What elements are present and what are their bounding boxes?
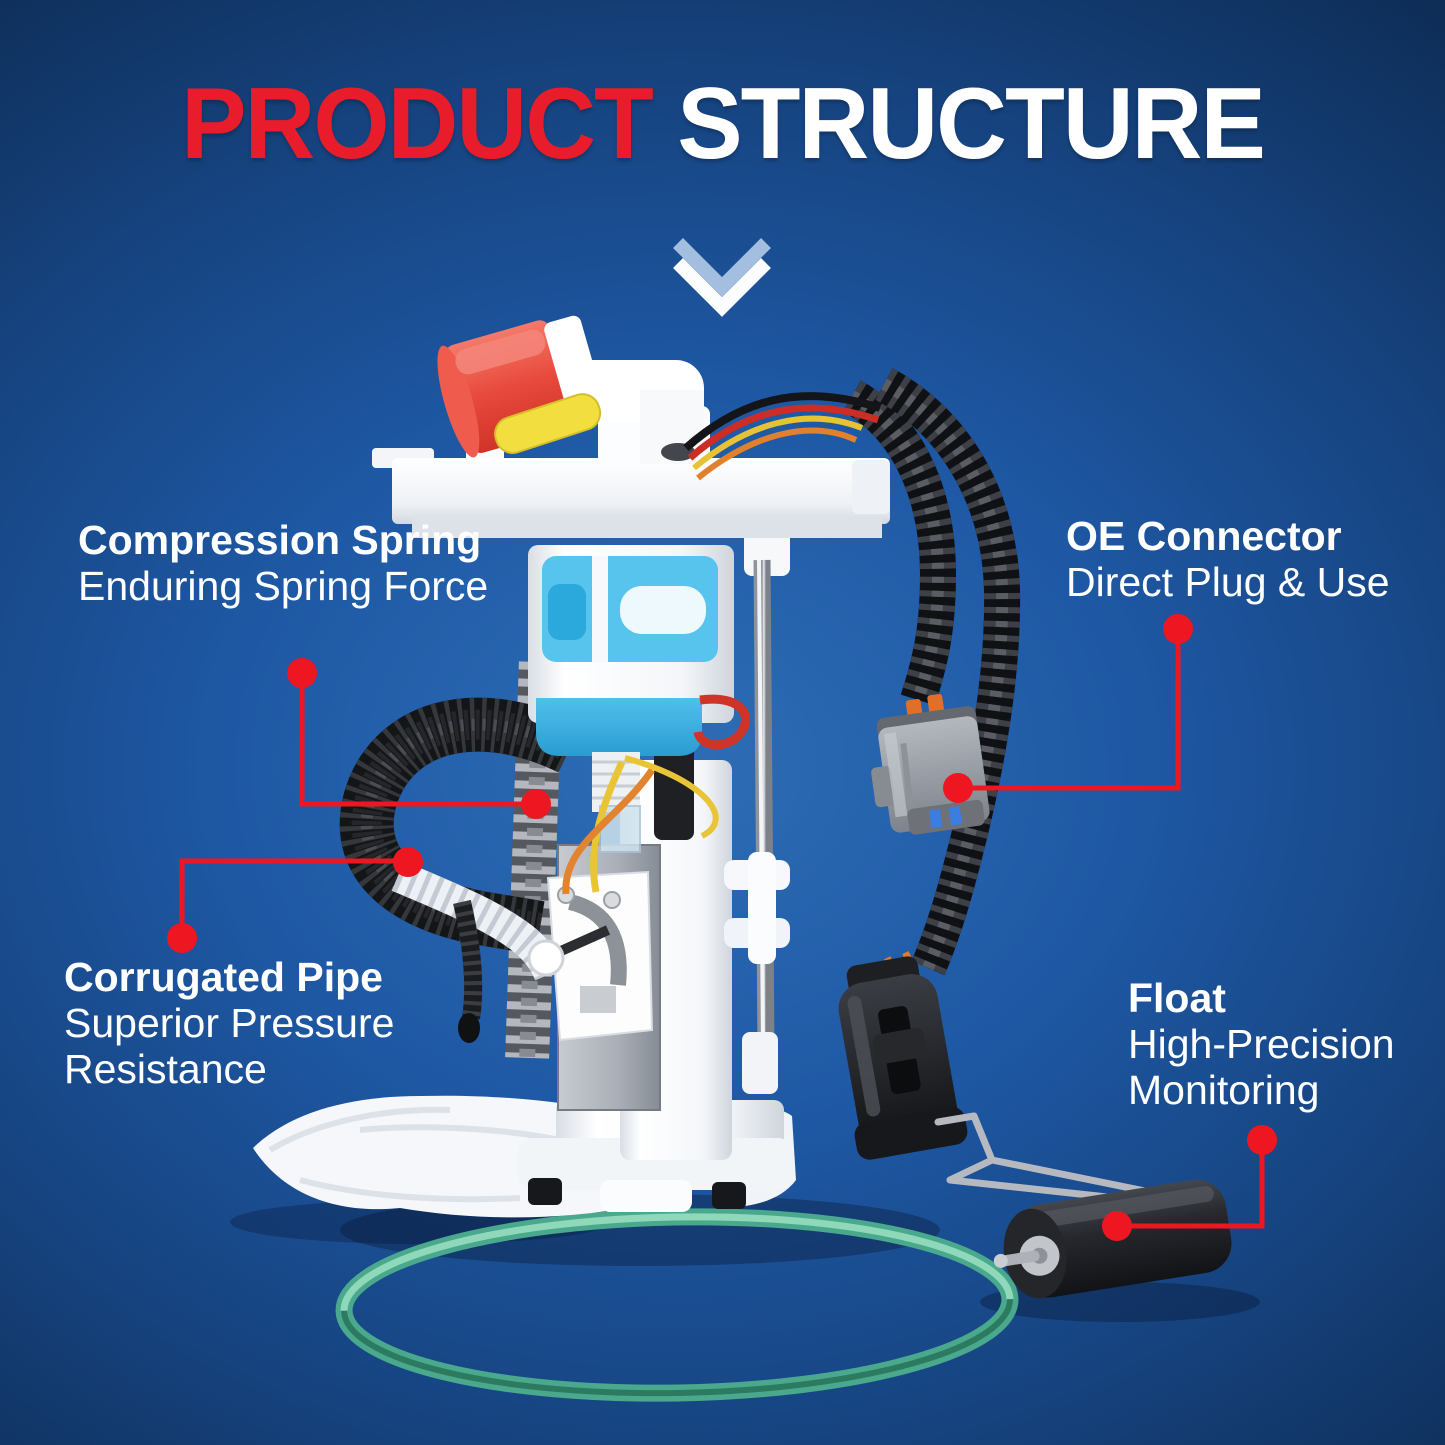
callout-line-compression-spring xyxy=(287,658,551,819)
callout-lines xyxy=(167,614,1277,1241)
callout-float-heading: Float xyxy=(1128,975,1226,1021)
chevron-down-icon xyxy=(673,238,771,317)
fuel-level-sender-part xyxy=(527,870,654,1042)
wiring-loom-part xyxy=(842,368,1021,976)
float-part xyxy=(934,1112,1232,1299)
callout-float: Float High-Precision Monitoring xyxy=(1128,975,1445,1113)
pump-module-part xyxy=(527,518,790,1160)
oe-connector-part xyxy=(871,693,990,835)
title-word-product: PRODUCT xyxy=(181,68,654,180)
callout-corrugated-pipe-heading: Corrugated Pipe xyxy=(64,954,383,1000)
black-connector-part xyxy=(838,951,968,1160)
callout-compression-spring: Compression Spring Enduring Spring Force xyxy=(78,517,488,609)
flange-plate-part xyxy=(372,315,890,538)
callout-line-oe-connector xyxy=(943,614,1193,803)
callout-line-corrugated-pipe xyxy=(167,847,423,953)
page-title: PRODUCT STRUCTURE xyxy=(22,74,1424,175)
corrugated-pipe-part xyxy=(391,861,565,1043)
callout-oe-connector-heading: OE Connector xyxy=(1066,513,1342,559)
callout-compression-spring-subtext: Enduring Spring Force xyxy=(78,563,489,609)
callout-compression-spring-heading: Compression Spring xyxy=(78,517,482,563)
callout-line-float xyxy=(1102,1125,1277,1241)
callout-corrugated-pipe: Corrugated Pipe Superior Pressure Resist… xyxy=(64,954,424,1092)
callout-corrugated-pipe-subtext: Superior Pressure Resistance xyxy=(64,1000,395,1092)
title-word-structure: STRUCTURE xyxy=(677,68,1266,180)
callout-oe-connector: OE Connector Direct Plug & Use xyxy=(1066,513,1390,605)
callout-float-subtext: High-Precision Monitoring xyxy=(1128,1021,1395,1113)
oring-seal-part xyxy=(335,1208,1019,1402)
callout-oe-connector-subtext: Direct Plug & Use xyxy=(1066,559,1390,605)
